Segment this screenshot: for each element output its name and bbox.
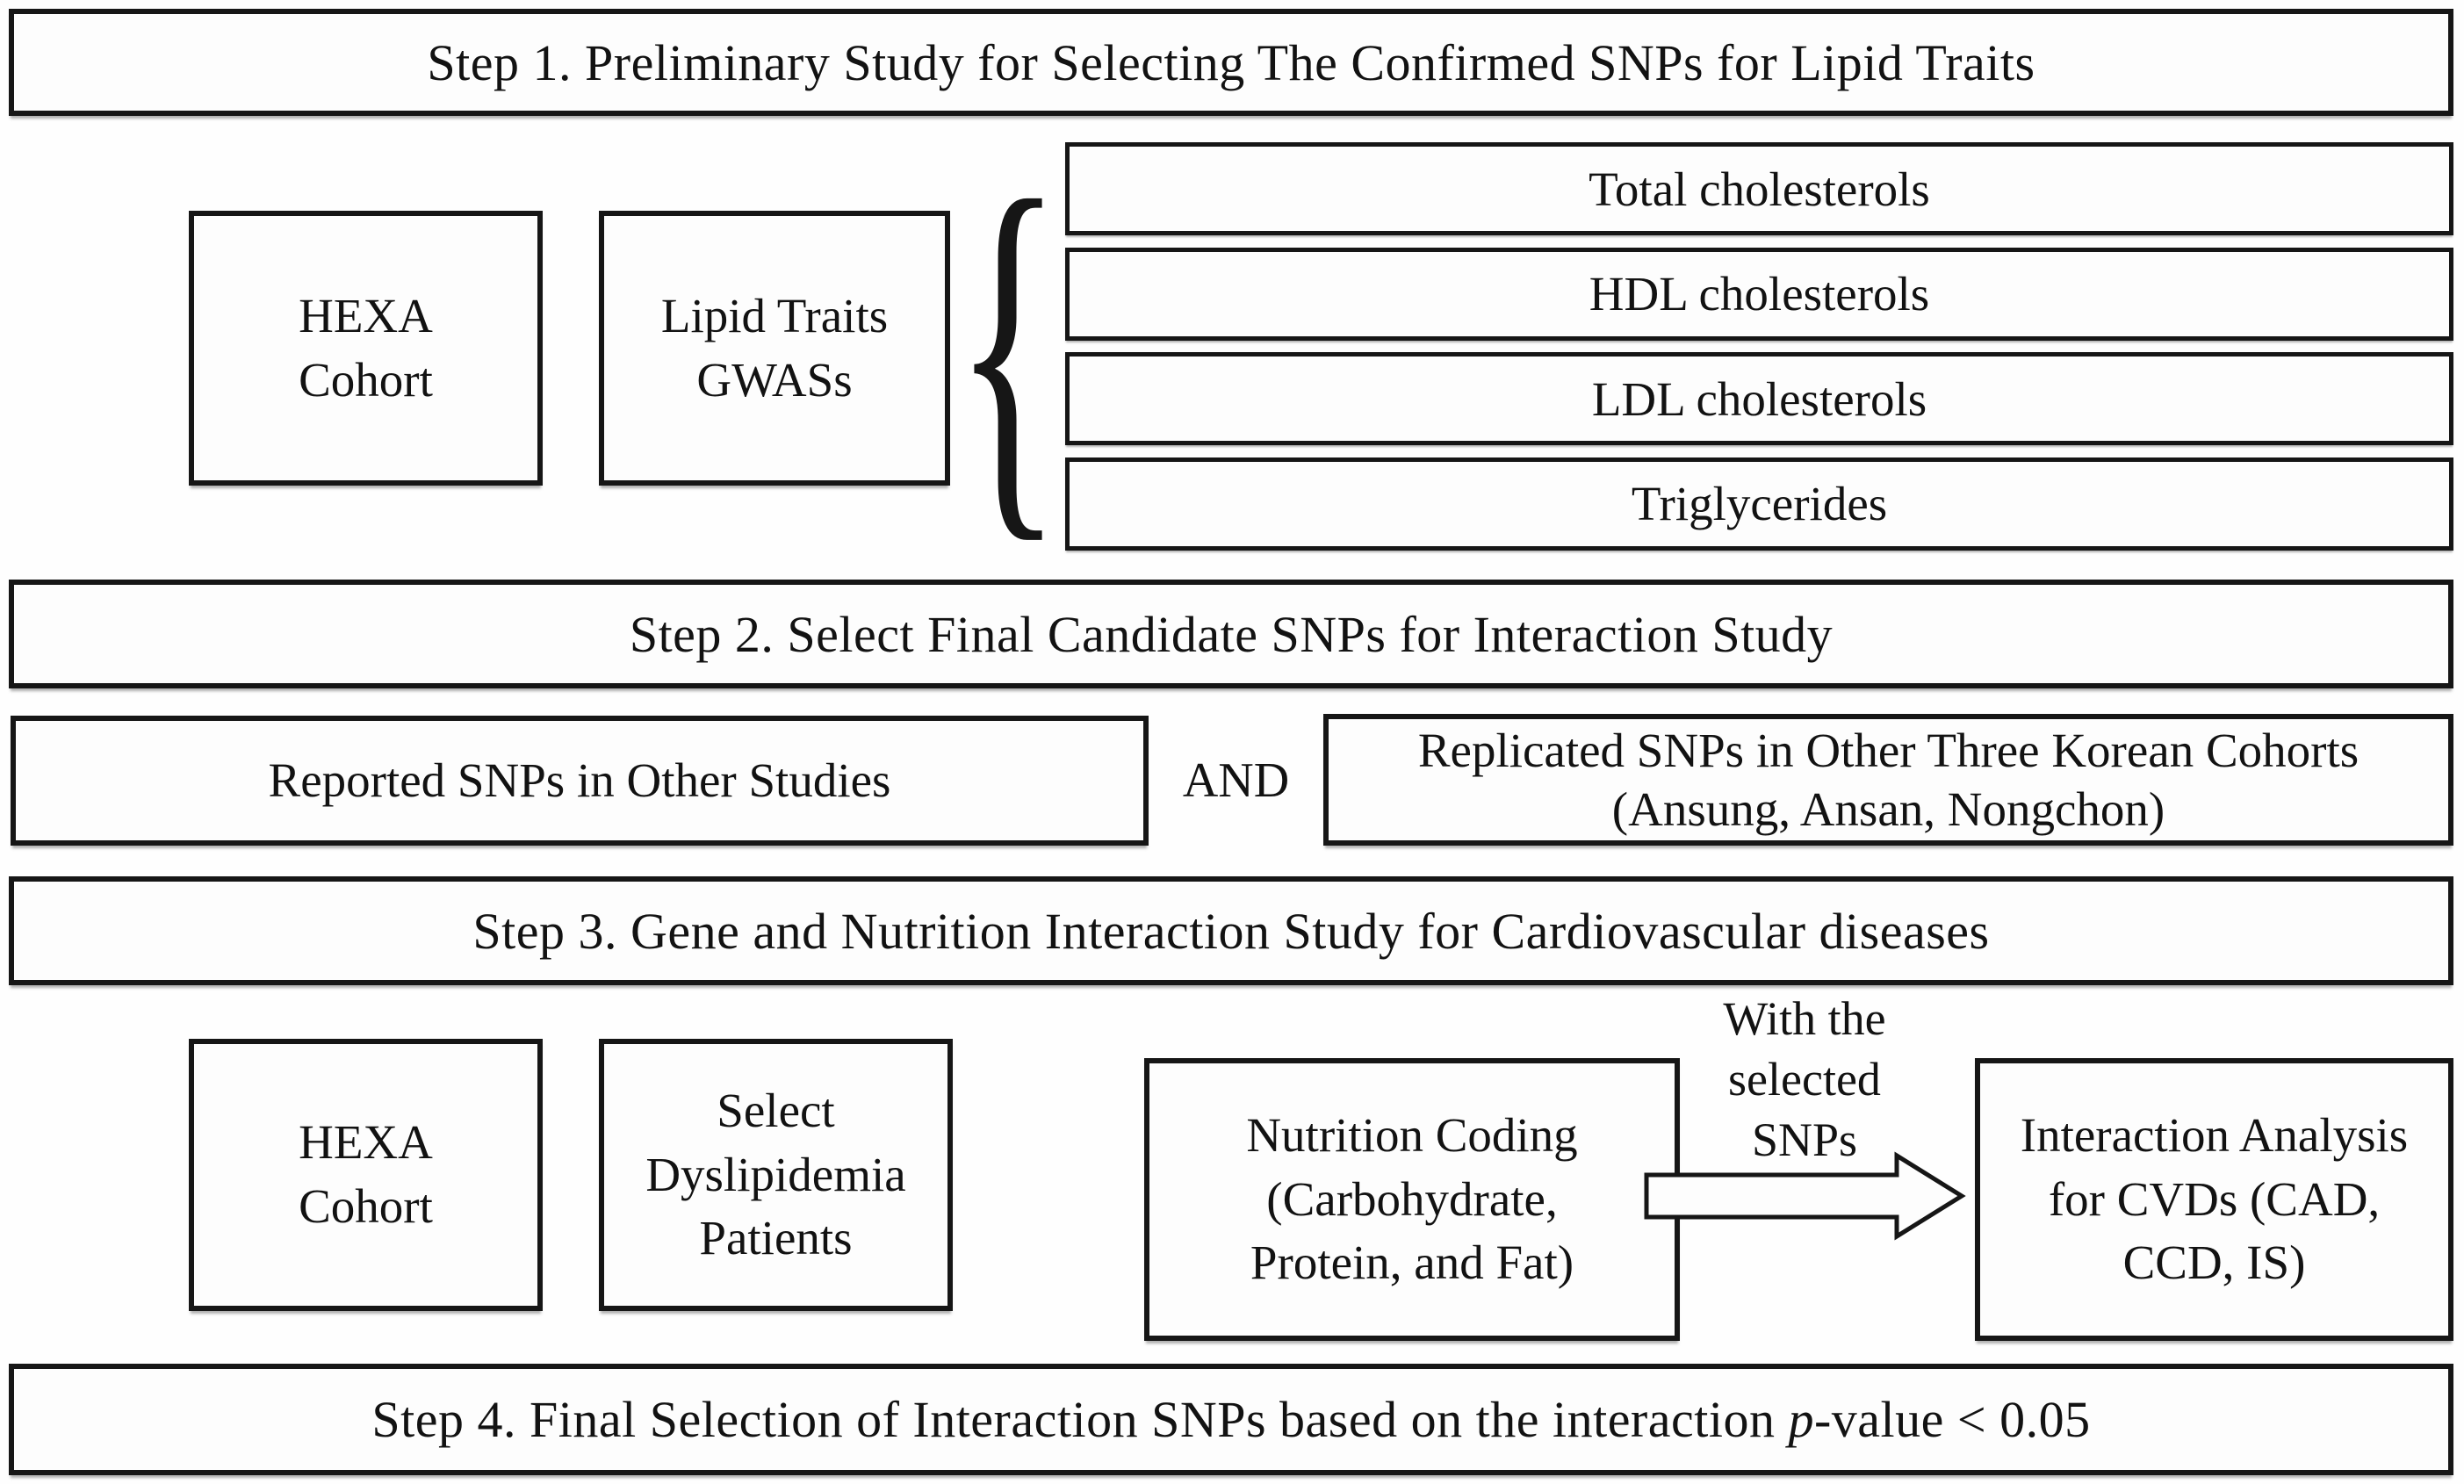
- lipid-trait-label: Total cholesterols: [1589, 162, 1930, 216]
- step1-banner: Step 1. Preliminary Study for Selecting …: [9, 9, 2453, 116]
- with-selected-snps-label: With the selected SNPs: [1723, 992, 1886, 1167]
- step4-banner-prefix: Step 4. Final Selection of Interaction S…: [371, 1391, 1789, 1448]
- lipid-trait-row: Total cholesterols: [1065, 142, 2453, 235]
- lipid-trait-label: LDL cholesterols: [1591, 371, 1927, 426]
- and-operator: AND: [1182, 753, 1290, 808]
- replicated-snps-box: Replicated SNPs in Other Three Korean Co…: [1323, 714, 2453, 846]
- hexa-cohort-label-step3: HEXA Cohort: [299, 1115, 433, 1233]
- step4-banner-suffix: -value < 0.05: [1813, 1391, 2091, 1448]
- step1-banner-label: Step 1. Preliminary Study for Selecting …: [427, 33, 2035, 91]
- step4-banner: Step 4. Final Selection of Interaction S…: [9, 1364, 2453, 1475]
- step4-banner-pvalue-p: p: [1788, 1391, 1814, 1448]
- hexa-cohort-box-step3: HEXA Cohort: [189, 1039, 543, 1311]
- lipid-trait-label: Triglycerides: [1631, 477, 1888, 531]
- nutrition-coding-box: Nutrition Coding (Carbohydrate, Protein,…: [1144, 1058, 1680, 1341]
- arrow-right-icon: [1644, 1151, 1966, 1241]
- reported-snps-box: Reported SNPs in Other Studies: [11, 716, 1149, 846]
- lipid-gwas-label: Lipid Traits GWASs: [660, 288, 889, 407]
- lipid-trait-stack: Total cholesterols HDL cholesterols LDL …: [1065, 142, 2453, 551]
- step2-banner: Step 2. Select Final Candidate SNPs for …: [9, 580, 2453, 688]
- reported-snps-label: Reported SNPs in Other Studies: [268, 753, 891, 807]
- step4-banner-label: Step 4. Final Selection of Interaction S…: [371, 1390, 2090, 1449]
- hexa-cohort-label-step1: HEXA Cohort: [299, 288, 433, 407]
- lipid-trait-row: LDL cholesterols: [1065, 352, 2453, 446]
- nutrition-coding-label: Nutrition Coding (Carbohydrate, Protein,…: [1246, 1108, 1578, 1290]
- step2-banner-label: Step 2. Select Final Candidate SNPs for …: [629, 605, 1834, 663]
- dyslipidemia-label: Select Dyslipidemia Patients: [645, 1084, 906, 1265]
- interaction-analysis-label: Interaction Analysis for CVDs (CAD, CCD,…: [2020, 1108, 2409, 1290]
- hexa-cohort-box-step1: HEXA Cohort: [189, 211, 543, 486]
- lipid-gwas-box: Lipid Traits GWASs: [599, 211, 950, 486]
- dyslipidemia-box: Select Dyslipidemia Patients: [599, 1039, 953, 1311]
- interaction-analysis-box: Interaction Analysis for CVDs (CAD, CCD,…: [1975, 1058, 2453, 1341]
- replicated-snps-label: Replicated SNPs in Other Three Korean Co…: [1417, 723, 2360, 836]
- lipid-trait-row: Triglycerides: [1065, 457, 2453, 551]
- step3-banner-label: Step 3. Gene and Nutrition Interaction S…: [472, 902, 1990, 960]
- lipid-trait-label: HDL cholesterols: [1589, 267, 1930, 321]
- lipid-trait-row: HDL cholesterols: [1065, 247, 2453, 341]
- curly-brace-icon: {: [953, 117, 1063, 574]
- step3-banner: Step 3. Gene and Nutrition Interaction S…: [9, 876, 2453, 985]
